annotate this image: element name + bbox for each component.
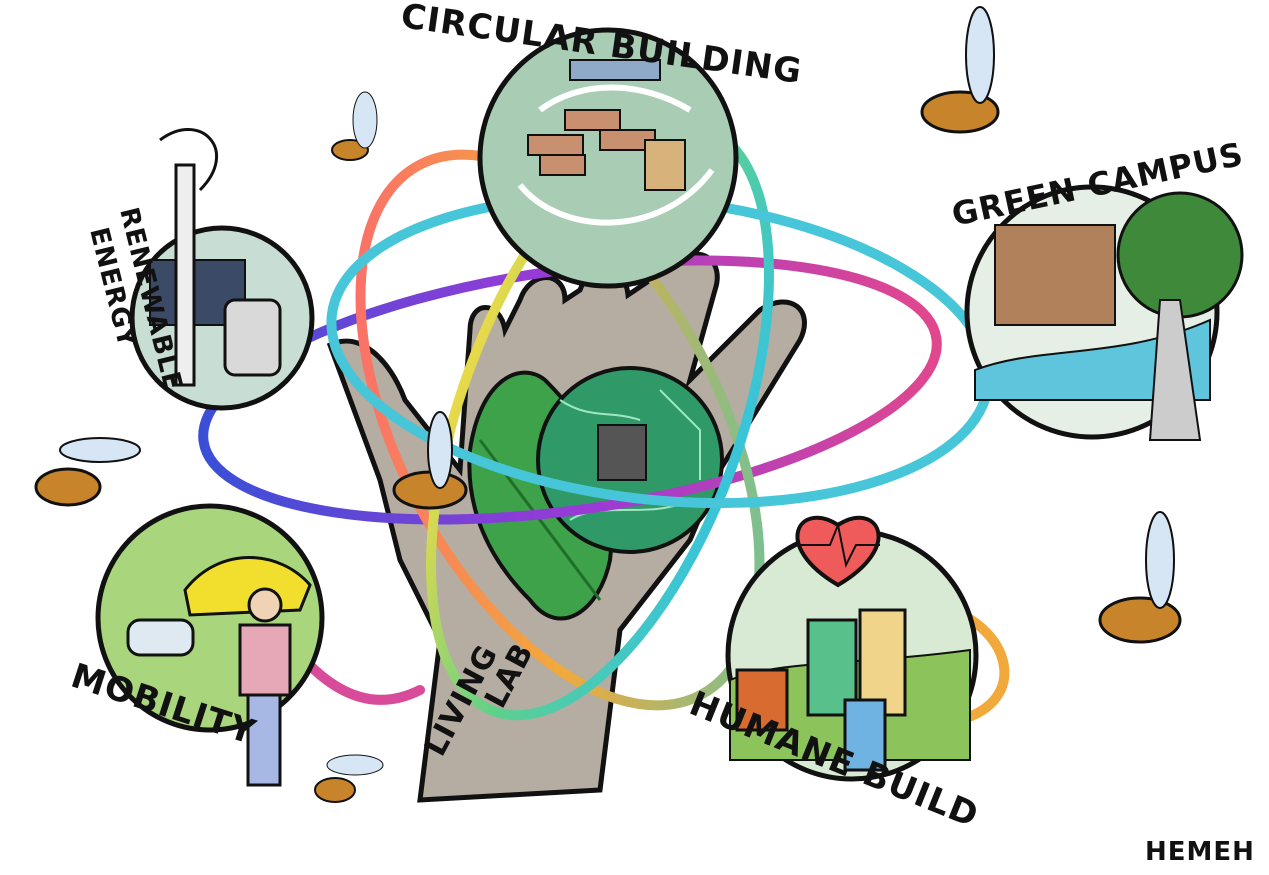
mobility-circle xyxy=(95,503,325,787)
sack-icon xyxy=(644,139,686,191)
circuit-board-circle xyxy=(536,366,724,554)
bee-icon xyxy=(392,411,468,510)
humane-build-circle xyxy=(725,528,979,782)
renewable-energy-circle xyxy=(129,128,315,411)
bee-icon xyxy=(34,437,141,507)
circular-building-circle xyxy=(477,27,739,289)
bee-icon xyxy=(314,754,384,803)
bee-icon xyxy=(920,6,1000,134)
building-icon xyxy=(994,224,1116,326)
recycle-arrow-icon xyxy=(517,168,715,226)
heart-icon xyxy=(795,515,881,588)
bee-icon xyxy=(1098,511,1182,644)
chip-icon xyxy=(597,424,647,481)
artist-signature: HEMEH xyxy=(1145,837,1255,867)
bee-icon xyxy=(331,91,378,161)
person-walking xyxy=(238,587,292,787)
tree-icon xyxy=(1116,191,1244,319)
bricks-icon xyxy=(527,109,656,176)
car-icon xyxy=(126,618,195,657)
green-campus-circle xyxy=(964,184,1244,441)
fairtrade-pack-icon xyxy=(735,668,789,732)
person-child xyxy=(843,698,887,772)
river-icon xyxy=(974,318,1211,401)
person-elder xyxy=(858,608,907,717)
wind-turbine-icon xyxy=(174,163,196,387)
charger-icon xyxy=(223,298,282,377)
